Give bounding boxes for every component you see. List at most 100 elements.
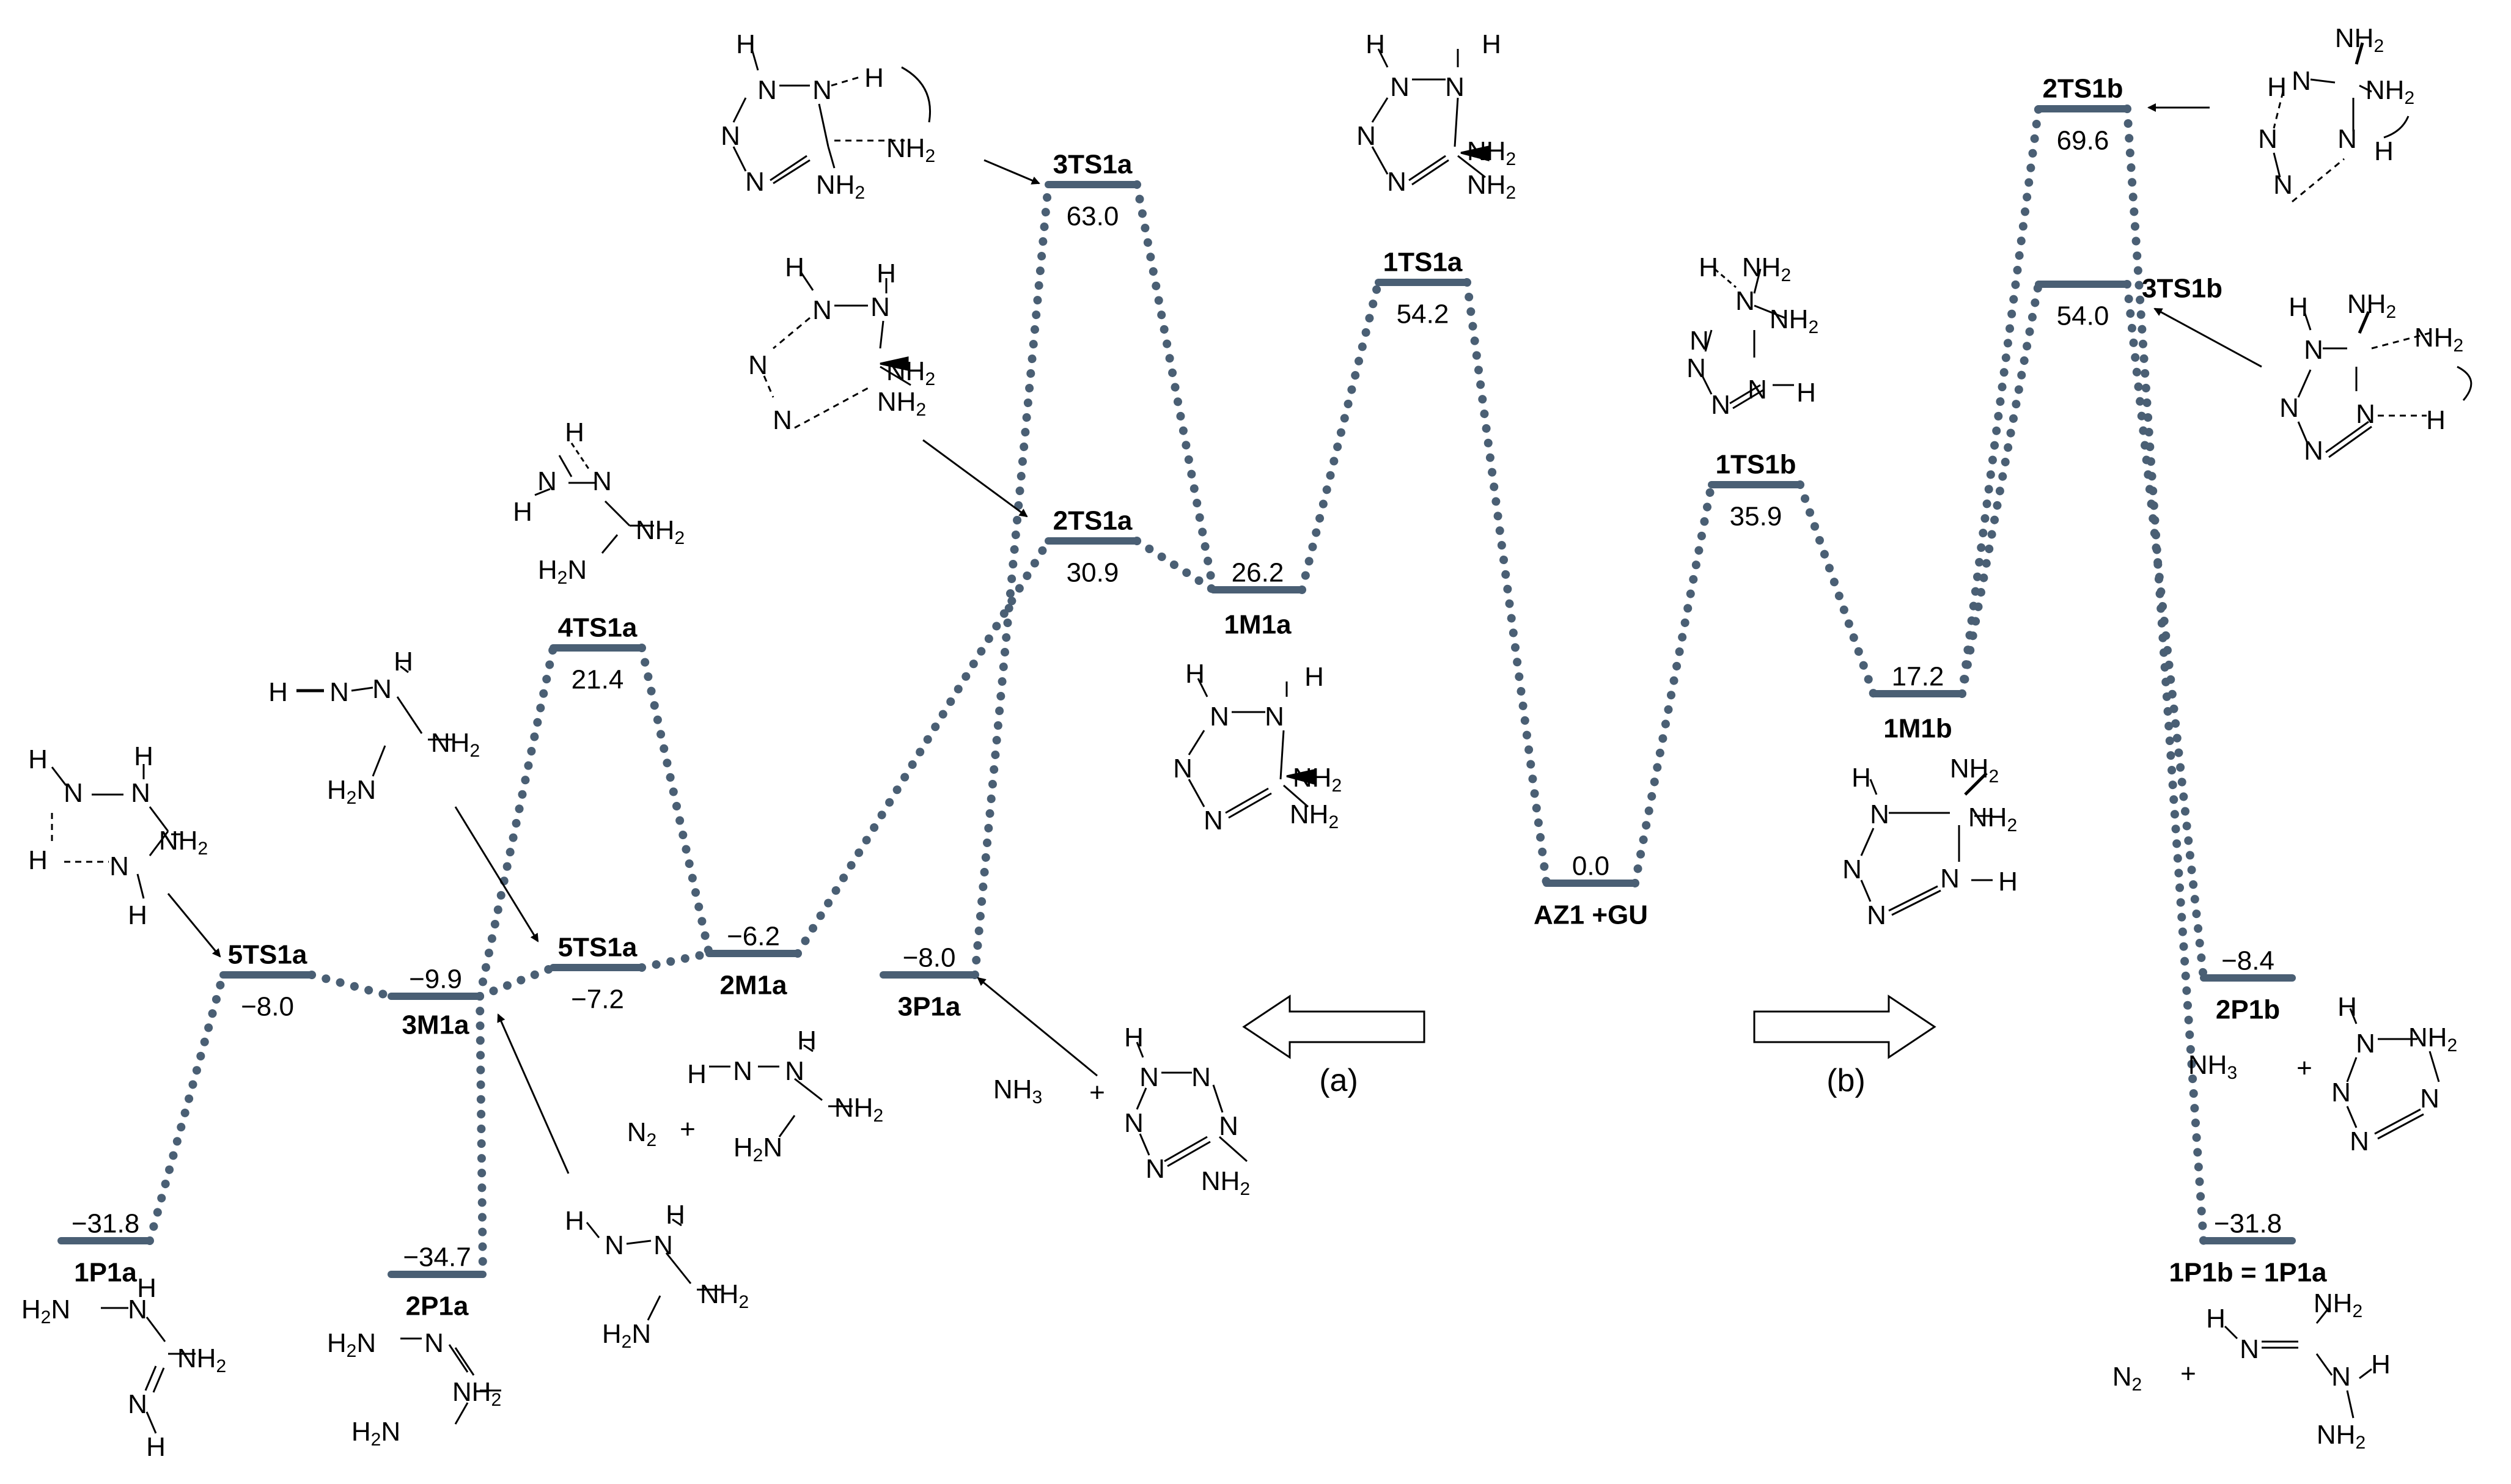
- connector-5ts1a_left-to-3m1a: [307, 971, 395, 1001]
- atom-label: NH2: [886, 356, 935, 389]
- level-name-1p1a: 1P1a: [74, 1258, 137, 1288]
- atom-label: N: [2304, 436, 2323, 466]
- atom-label: N: [1870, 799, 1889, 829]
- level-name-1p1b: 1P1b = 1P1a: [2169, 1258, 2327, 1288]
- atom-label: N: [1689, 326, 1709, 356]
- connector-1p1a-to-5ts1a_left: [145, 971, 227, 1245]
- atom-label: N: [424, 1328, 444, 1358]
- atom-label: H: [1482, 29, 1501, 59]
- level-value-az1_gu: 0.0: [1572, 851, 1609, 881]
- atom-label: NH2: [1293, 763, 1342, 796]
- atom-label: N: [812, 295, 832, 325]
- atom-label: N: [870, 292, 890, 322]
- level-value-5ts1a_mid: −7.2: [571, 985, 624, 1015]
- connector-3ts1b-to-2p1b: [2123, 280, 2208, 982]
- atom-label: N: [605, 1230, 624, 1260]
- level-name-3p1a: 3P1a: [898, 992, 961, 1022]
- connector-1ts1a-to-az1_gu: [1463, 278, 1551, 887]
- level-name-1m1a: 1M1a: [1224, 610, 1292, 640]
- atom-label: H: [797, 1026, 817, 1056]
- level-name-2ts1a: 2TS1a: [1053, 506, 1133, 536]
- structure-3ts1a: [732, 48, 931, 185]
- atom-label: NH2: [2317, 1420, 2366, 1453]
- structure-2p1a: [400, 1337, 501, 1425]
- atom-label: N: [2420, 1084, 2439, 1114]
- level-name-az1_gu: AZ1 +GU: [1534, 900, 1648, 930]
- atom-label: +: [1089, 1078, 1105, 1107]
- atom-label: N: [1735, 286, 1755, 316]
- level-name-5ts1a_mid: 5TS1a: [558, 933, 638, 963]
- atom-label: N: [1686, 353, 1706, 383]
- connector-3p1a-to-3ts1a: [971, 180, 1053, 979]
- connector-2ts1a-to-1m1a: [1133, 537, 1218, 594]
- atom-label: N: [2356, 1029, 2375, 1059]
- atom-label: N: [773, 405, 792, 435]
- atom-label: N: [1145, 1154, 1165, 1184]
- atom-label: H: [513, 497, 532, 527]
- level-name-3m1a: 3M1a: [402, 1010, 469, 1040]
- chemical-structures: [51, 42, 2472, 1434]
- energy-levels: 1P1a−31.85TS1a−8.03M1a−9.92P1a−34.75TS1a…: [57, 74, 2327, 1321]
- level-value-2ts1b: 69.6: [2057, 126, 2109, 156]
- connector-1m1a-to-1ts1a: [1298, 278, 1383, 594]
- atom-label: NH2: [177, 1343, 226, 1376]
- level-value-2p1b: −8.4: [2221, 946, 2274, 976]
- atom-label: H2N: [327, 1328, 376, 1361]
- connector-3m1a-to-4ts1a: [476, 644, 557, 1001]
- atom-label: H: [28, 744, 48, 774]
- atom-label: N: [785, 1056, 804, 1086]
- atom-label: N: [2304, 335, 2323, 365]
- level-name-1ts1b: 1TS1b: [1715, 450, 1796, 480]
- atom-label: N: [128, 1389, 147, 1419]
- atom-label: H: [2206, 1304, 2226, 1334]
- structure-1p1a: [101, 1307, 196, 1434]
- atom-label: NH2: [1742, 252, 1791, 285]
- atom-label: H2N: [351, 1417, 400, 1450]
- structure-3m1a: [586, 1218, 721, 1321]
- atom-label: H: [28, 845, 48, 875]
- connector-1ts1b-to-1m1b: [1796, 480, 1878, 698]
- atom-label: N: [131, 778, 150, 808]
- level-name-4ts1a: 4TS1a: [558, 613, 638, 643]
- atom-label: NH2: [1290, 799, 1339, 832]
- atom-label: H2N: [602, 1319, 651, 1352]
- atom-label: N: [748, 350, 768, 380]
- atom-label: H: [2289, 292, 2308, 322]
- atom-label: N: [372, 674, 392, 704]
- atom-label: H: [1851, 763, 1871, 793]
- level-value-1p1a: −31.8: [72, 1209, 139, 1239]
- atom-label: H: [565, 417, 584, 447]
- connector-2m1a-to-2ts1a: [793, 537, 1053, 958]
- level-value-1m1b: 17.2: [1892, 662, 1944, 692]
- atom-label: H: [864, 63, 884, 93]
- connector-1m1b-to-2ts1b: [1958, 105, 2043, 698]
- arrow-to-5ts1a-left: [167, 893, 221, 958]
- atom-label: N: [812, 75, 832, 105]
- connector-3m1a-to-2p1a: [476, 992, 487, 1279]
- level-name-3ts1b: 3TS1b: [2142, 274, 2222, 304]
- atom-label: H: [2374, 136, 2394, 166]
- atom-label: N: [745, 167, 765, 197]
- level-value-1ts1a: 54.2: [1397, 299, 1449, 329]
- atom-label: N: [1173, 754, 1193, 784]
- level-name-1ts1a: 1TS1a: [1383, 248, 1463, 277]
- structure-2p1b: [2346, 1008, 2440, 1140]
- atom-label: N: [653, 1230, 673, 1260]
- atom-label: N: [757, 75, 777, 105]
- arrow-to-3ts1b: [2153, 307, 2262, 368]
- connector-5ts1a_mid-to-2m1a: [638, 949, 713, 972]
- atom-label: H2N: [21, 1295, 70, 1328]
- atom-label: NH2: [2335, 23, 2384, 56]
- level-value-3ts1a: 63.0: [1067, 202, 1119, 232]
- structure-1ts1b: [1701, 268, 1794, 410]
- atom-label: H: [2426, 405, 2446, 435]
- atom-label: NH2: [636, 515, 685, 548]
- atom-label: H: [394, 647, 413, 677]
- atom-label: H: [137, 1273, 156, 1303]
- level-name-2m1a: 2M1a: [719, 971, 787, 1001]
- atom-label: N: [2273, 170, 2293, 200]
- atom-label: N: [64, 778, 83, 808]
- level-value-3ts1b: 54.0: [2057, 301, 2109, 331]
